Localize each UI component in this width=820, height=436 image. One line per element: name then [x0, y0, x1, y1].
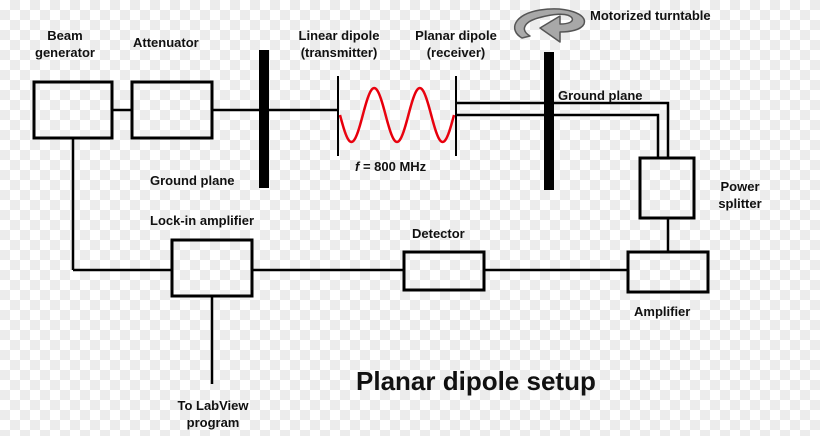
labview-label-line2: program [186, 415, 240, 430]
diagram-title: Planar dipole setup [356, 366, 596, 396]
ground-plane-left-label: Ground plane [150, 173, 235, 188]
lock-in-amplifier-label: Lock-in amplifier [150, 213, 255, 228]
power-splitter-label-line1: Power [720, 179, 760, 194]
power-splitter-label: Power splitter [710, 178, 770, 212]
planar-dipole-label-line1: Planar dipole [415, 28, 497, 43]
linear-dipole-label-line1: Linear dipole [298, 28, 380, 43]
planar-dipole-label: Planar dipole (receiver) [404, 27, 508, 61]
linear-dipole-label: Linear dipole (transmitter) [284, 27, 394, 61]
em-wave [338, 86, 456, 144]
beam-generator-label: Beam generator [34, 27, 96, 61]
planar-dipole-label-line2: (receiver) [426, 45, 486, 60]
frequency-label: f = 800 MHz [355, 158, 426, 175]
attenuator-block [130, 80, 214, 140]
beam-generator-label-line2: generator [35, 45, 95, 60]
frequency-symbol: f [355, 159, 360, 174]
lock-in-amplifier-block [170, 238, 254, 298]
amplifier-block [626, 250, 710, 294]
frequency-value: = 800 MHz [359, 159, 427, 174]
power-splitter-block [638, 156, 696, 220]
labview-label: To LabView program [163, 397, 263, 431]
detector-block [402, 250, 486, 292]
motorized-turntable-label: Motorized turntable [590, 8, 711, 23]
ground-plane-right-label: Ground plane [558, 88, 643, 103]
beam-generator-block [32, 80, 114, 140]
amplifier-label: Amplifier [634, 304, 691, 319]
connection-lines [71, 101, 670, 384]
labview-label-line1: To LabView [177, 398, 249, 413]
linear-dipole-label-line2: (transmitter) [300, 45, 378, 60]
power-splitter-label-line2: splitter [718, 196, 762, 211]
rotation-arrow-icon [513, 8, 586, 43]
beam-generator-label-line1: Beam [47, 28, 83, 43]
detector-label: Detector [412, 226, 465, 241]
attenuator-label: Attenuator [133, 35, 199, 50]
